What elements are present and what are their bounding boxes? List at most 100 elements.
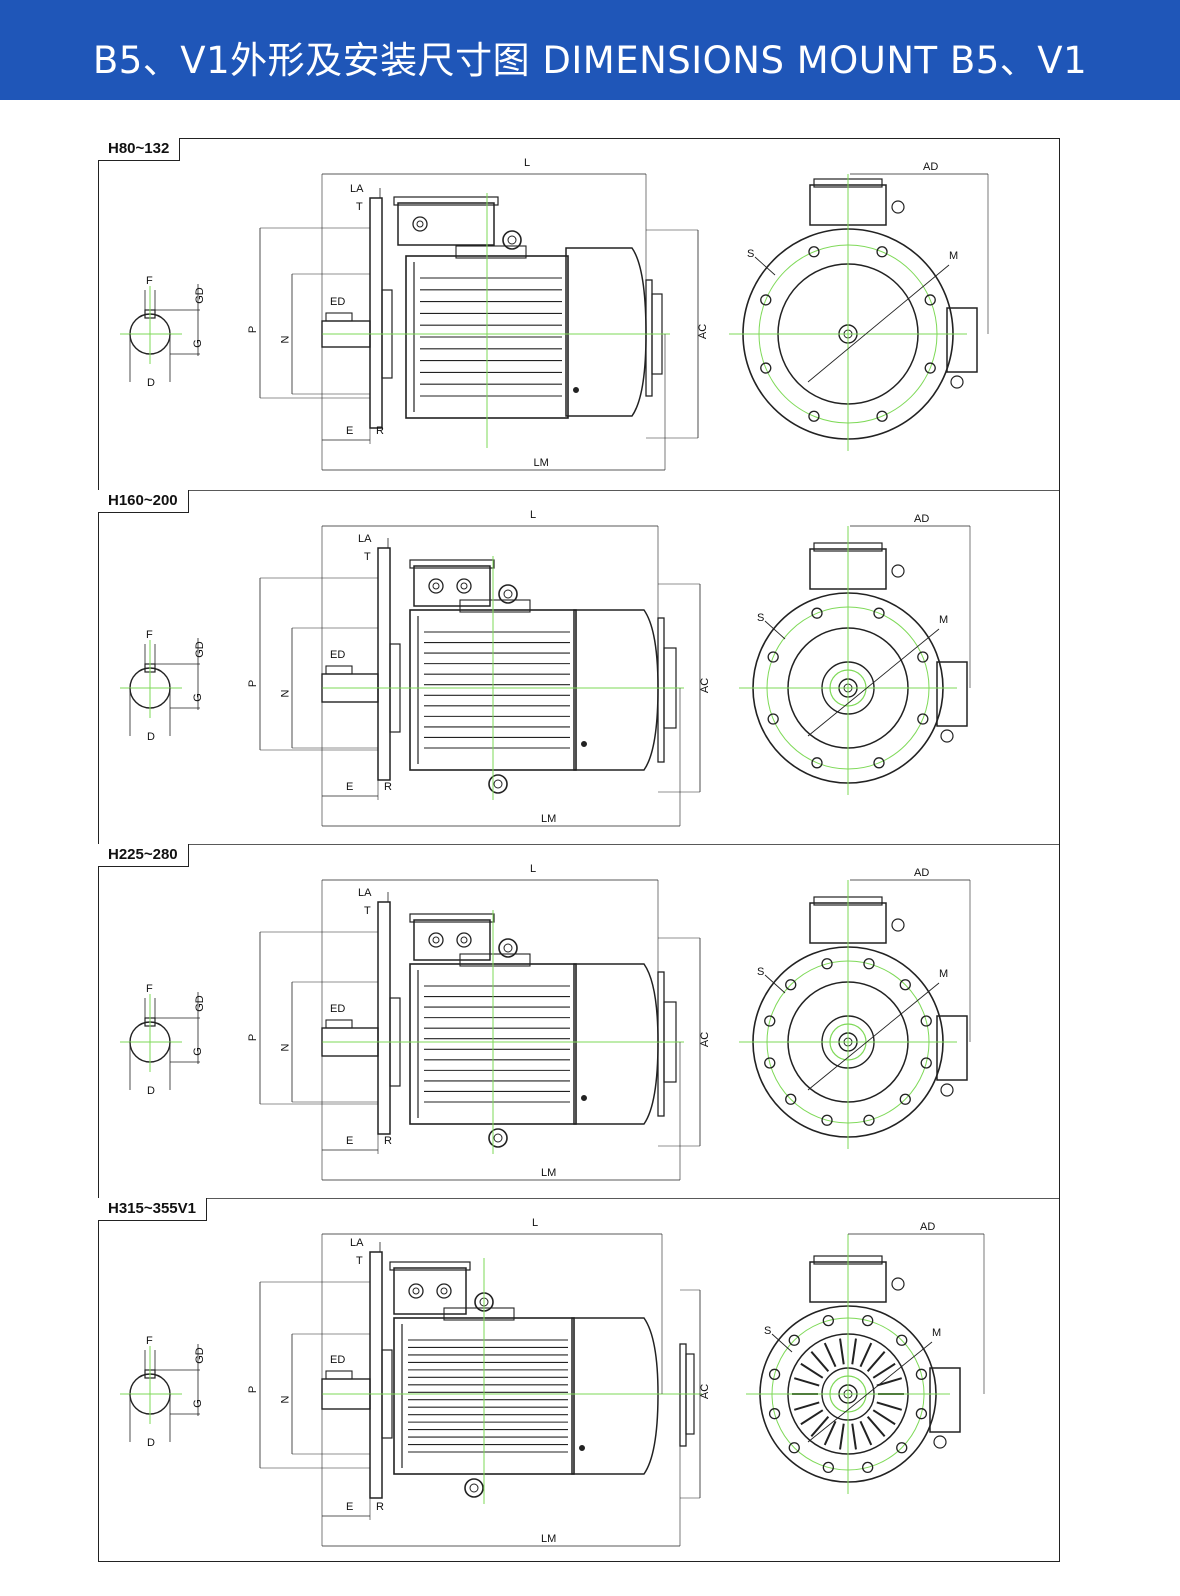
- rear-flange: [657, 971, 665, 1117]
- cable-gland: [436, 1283, 452, 1299]
- bolt-hole: [862, 1314, 874, 1327]
- dim-label-ad: AD: [914, 867, 930, 879]
- dim-label-f: F: [146, 629, 153, 641]
- dim-label-ed: ED: [330, 649, 346, 661]
- fan-cover: [571, 1317, 659, 1475]
- drawing-h225: [98, 844, 1060, 1181]
- bolt-hole: [788, 1334, 800, 1346]
- dim-label-ad: AD: [923, 161, 939, 173]
- cable-gland: [428, 932, 444, 948]
- terminal-box: [397, 202, 495, 246]
- dim-label-m: M: [932, 1327, 942, 1339]
- dim-label-f: F: [146, 983, 153, 995]
- dim-label-lm: LM: [533, 457, 549, 469]
- dim-label-ed: ED: [330, 1003, 346, 1015]
- bolt-hole: [822, 1314, 834, 1327]
- dim-label-la: LA: [358, 533, 372, 545]
- side-junction-box: [936, 661, 968, 727]
- dim-label-m: M: [939, 968, 949, 980]
- page-title: B5、V1外形及安装尺寸图 DIMENSIONS MOUNT B5、V1: [92, 39, 1088, 82]
- dim-label-l: L: [524, 157, 531, 169]
- fan-cover-screw: [573, 387, 579, 393]
- dim-label-e: E: [346, 1501, 354, 1513]
- bolt-hole: [920, 1057, 932, 1069]
- bolt-hole: [899, 1093, 911, 1105]
- frame-size-label: H315~355V1: [98, 1198, 207, 1221]
- bolt-hole: [920, 1015, 932, 1027]
- dim-label-m: M: [949, 250, 959, 262]
- dim-label-e: E: [346, 425, 354, 437]
- bolt-hole: [917, 651, 929, 663]
- leader-m: [807, 628, 940, 737]
- bolt-hole: [896, 1334, 908, 1346]
- cable-gland: [456, 932, 472, 948]
- side-cable-gland: [950, 375, 964, 389]
- fan-rib: [810, 1416, 830, 1437]
- dim-label-d: D: [147, 377, 155, 389]
- cable-gland: [412, 216, 428, 232]
- dim-label-e: E: [346, 1135, 354, 1147]
- drawing-h160: [98, 490, 1060, 827]
- bolt-hole: [808, 410, 820, 422]
- bolt-hole: [876, 410, 888, 422]
- bolt-hole: [785, 1093, 797, 1105]
- terminal-box-lid: [409, 559, 495, 569]
- mount-flange: [377, 547, 391, 781]
- end-cable-gland: [891, 918, 905, 932]
- fan-rib: [872, 1362, 896, 1379]
- bolt-hole: [899, 979, 911, 991]
- dim-label-l: L: [530, 863, 537, 875]
- mount-flange: [369, 1251, 383, 1499]
- fan-rib: [876, 1377, 903, 1387]
- dim-label-gd: GD: [193, 1347, 206, 1364]
- dim-label-s: S: [757, 612, 765, 624]
- bolt-hole: [876, 246, 888, 258]
- dim-label-la: LA: [350, 1237, 364, 1249]
- fan-cover: [573, 609, 659, 771]
- dim-label-ac: AC: [697, 323, 710, 340]
- dim-label-g: G: [191, 1047, 204, 1056]
- side-cable-gland: [940, 1083, 954, 1097]
- dim-label-ad: AD: [914, 513, 930, 525]
- lifting-eye: [488, 1128, 508, 1148]
- leader-s: [764, 620, 786, 640]
- bolt-hole: [924, 294, 936, 306]
- terminal-box-lid: [409, 913, 495, 923]
- dim-label-s: S: [764, 1325, 772, 1337]
- fan-rib: [866, 1416, 886, 1437]
- terminal-box-lid: [393, 196, 499, 206]
- fan-rib: [851, 1423, 857, 1450]
- dim-label-t: T: [364, 905, 371, 917]
- dim-label-n: N: [279, 689, 292, 698]
- bolt-hole: [915, 1408, 928, 1420]
- lifting-eye: [464, 1478, 484, 1498]
- dim-label-t: T: [356, 1255, 363, 1267]
- dim-label-s: S: [747, 248, 755, 260]
- dim-label-d: D: [147, 731, 155, 743]
- bolt-hole: [821, 958, 833, 970]
- dim-label-p: P: [247, 679, 260, 688]
- bolt-hole: [873, 607, 885, 619]
- dim-label-lm: LM: [541, 813, 557, 825]
- shaft-key: [325, 312, 353, 322]
- lifting-eye: [502, 230, 522, 250]
- fan-rib: [810, 1351, 830, 1372]
- fan-rib: [793, 1377, 820, 1387]
- frame-size-label: H225~280: [98, 844, 189, 867]
- frame-size-label: H80~132: [98, 138, 181, 161]
- fan-cover-screw: [581, 1095, 587, 1101]
- fan-rib: [839, 1338, 845, 1365]
- dim-label-r: R: [376, 1501, 384, 1513]
- bolt-hole: [767, 713, 779, 725]
- shaft-key: [325, 665, 353, 675]
- dim-label-lm: LM: [541, 1167, 557, 1179]
- fan-rib: [876, 1401, 903, 1411]
- mount-flange: [377, 901, 391, 1135]
- bolt-hole: [811, 607, 823, 619]
- rear-flange: [679, 1343, 687, 1447]
- lifting-eye: [498, 584, 518, 604]
- bolt-hole: [917, 713, 929, 725]
- nameplate-rail: [455, 245, 527, 259]
